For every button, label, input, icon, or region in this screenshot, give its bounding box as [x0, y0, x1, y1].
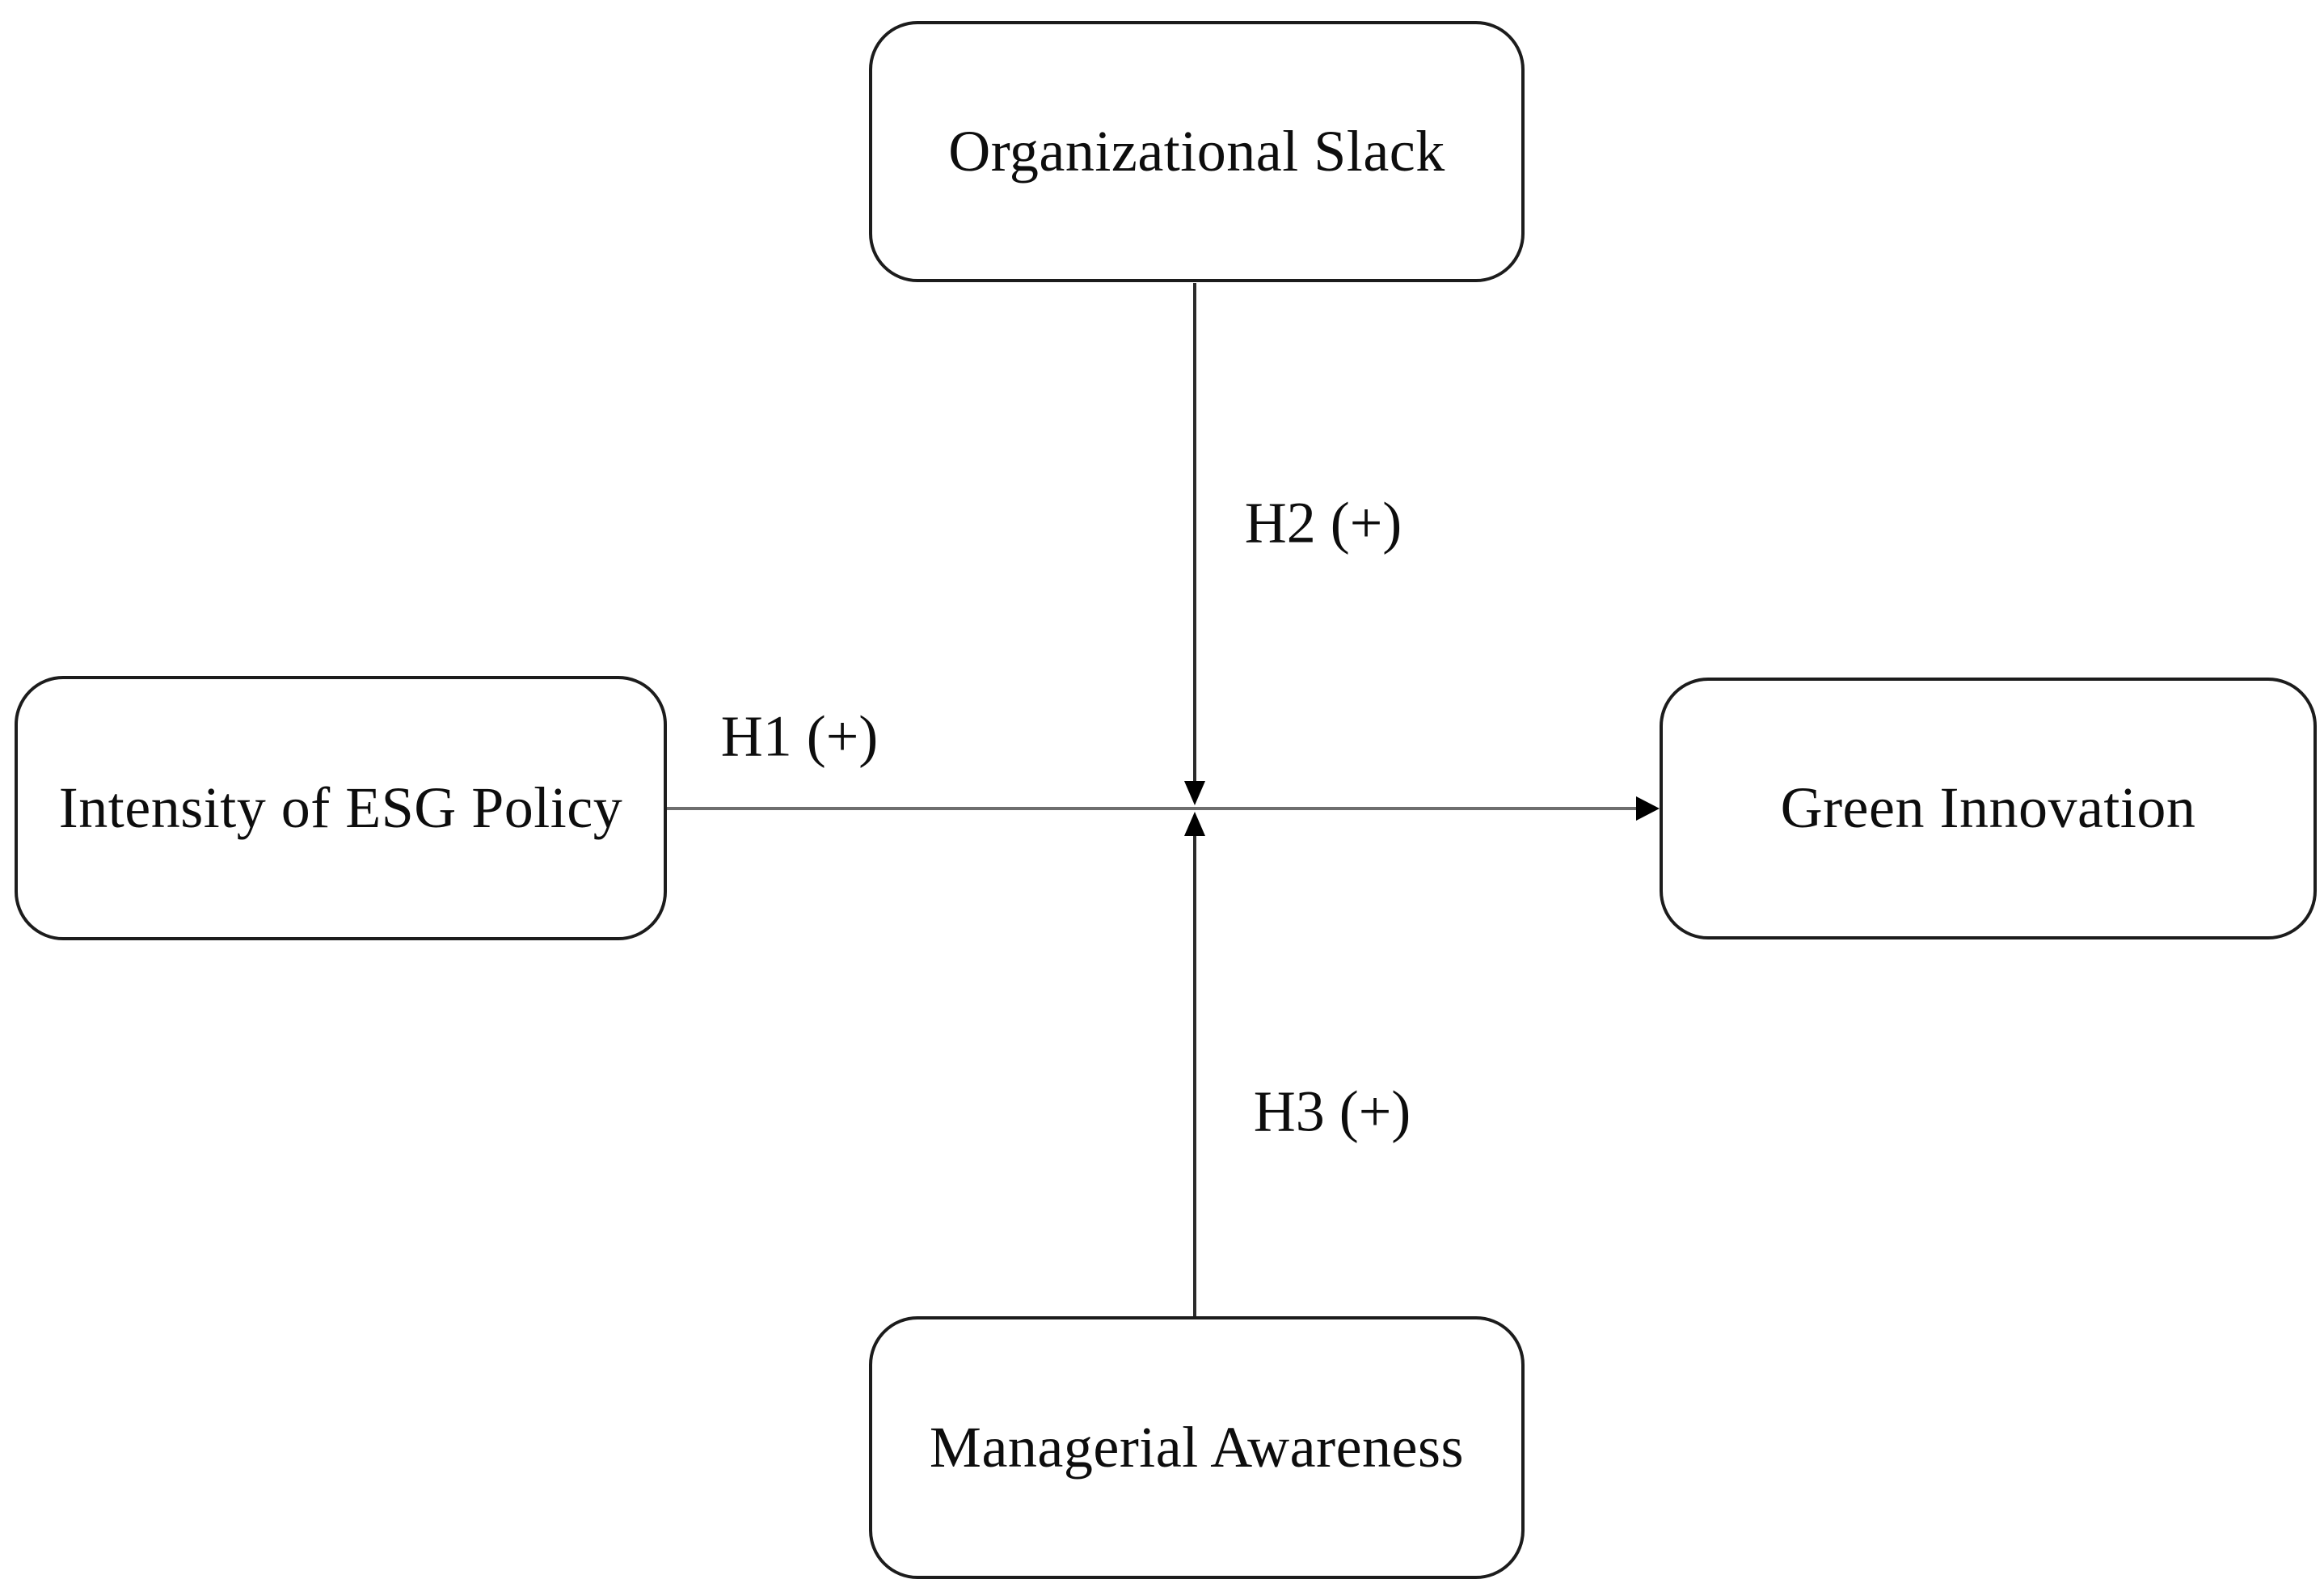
- h3-arrow: [1184, 812, 1205, 1316]
- h3-label: H3 (+): [1253, 1079, 1411, 1144]
- node-green-innovation: Green Innovation: [1660, 678, 2317, 939]
- node-green-innovation-label: Green Innovation: [1780, 775, 2196, 841]
- h1-label: H1 (+): [720, 703, 879, 769]
- h1-arrowhead-icon: [1636, 796, 1660, 821]
- h2-label: H2 (+): [1244, 490, 1402, 555]
- node-intensity-of-esg-policy-label: Intensity of ESG Policy: [58, 775, 623, 840]
- node-managerial-awareness-label: Managerial Awareness: [929, 1414, 1465, 1480]
- h2-arrow: [1184, 283, 1205, 805]
- h2-arrowhead-icon: [1184, 781, 1205, 805]
- h3-arrowhead-icon: [1184, 812, 1205, 836]
- node-managerial-awareness: Managerial Awareness: [869, 1316, 1525, 1579]
- node-organizational-slack-label: Organizational Slack: [948, 118, 1445, 184]
- node-intensity-of-esg-policy: Intensity of ESG Policy: [15, 676, 667, 940]
- node-organizational-slack: Organizational Slack: [869, 21, 1525, 282]
- h1-arrow: [667, 796, 1660, 821]
